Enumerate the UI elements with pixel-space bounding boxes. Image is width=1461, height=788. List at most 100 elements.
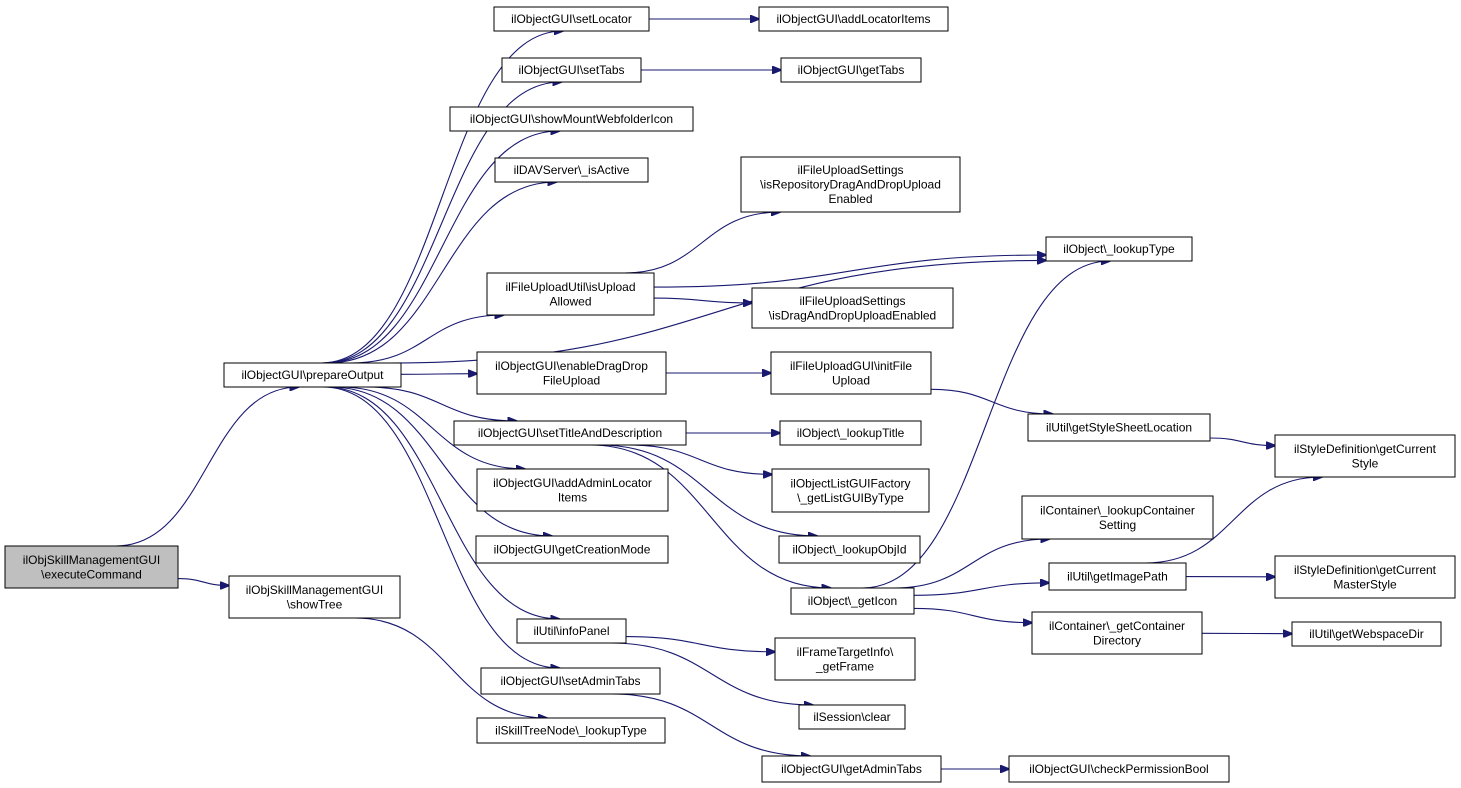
node-label: ilObjectGUI\setTitleAndDescription [478, 426, 662, 440]
node-box[interactable] [1031, 611, 1203, 655]
node-lookupType[interactable]: ilObject\_lookupType [1045, 236, 1193, 262]
node-box[interactable] [1027, 413, 1211, 442]
node-box[interactable] [1274, 555, 1456, 599]
node-box[interactable] [1021, 495, 1214, 540]
node-showTree[interactable]: ilObjSkillManagementGUI\showTree [228, 575, 401, 619]
node-getTabs[interactable]: ilObjectGUI\getTabs [780, 57, 922, 83]
edge-infoPanel-to-getFrame [625, 636, 775, 652]
node-checkPermBool[interactable]: ilObjectGUI\checkPermissionBool [1008, 755, 1230, 783]
node-box[interactable] [740, 156, 961, 213]
edge-isUploadAllowed-to-isDnDEnabled [653, 297, 752, 303]
node-box[interactable] [779, 420, 922, 446]
node-getStyleSheet[interactable]: ilUtil\getStyleSheetLocation [1027, 413, 1211, 442]
node-label: ilDAVServer\_isActive [514, 163, 630, 177]
node-label: ilObject\_getIcon [808, 594, 897, 608]
node-getCreationMode[interactable]: ilObjectGUI\getCreationMode [475, 535, 669, 564]
node-showMountWebfolderIcon[interactable]: ilObjectGUI\showMountWebfolderIcon [449, 106, 694, 132]
node-label: Upload [832, 373, 870, 387]
node-box[interactable] [494, 157, 649, 183]
node-box[interactable] [1045, 236, 1193, 262]
node-box[interactable] [1048, 562, 1187, 591]
node-box[interactable] [476, 468, 669, 512]
edge-prepareOutput-to-getCreationMode [330, 386, 552, 536]
node-getWebspaceDir[interactable]: ilUtil\getWebspaceDir [1291, 621, 1442, 647]
node-lookupObjId[interactable]: ilObject\_lookupObjId [778, 535, 921, 564]
edges-layer [115, 19, 1322, 769]
node-box[interactable] [790, 587, 915, 615]
node-getListGUI[interactable]: ilObjectListGUIFactory\_getListGUIByType [771, 468, 930, 513]
node-box[interactable] [798, 704, 906, 730]
node-box[interactable] [453, 420, 687, 446]
node-addLocatorItems[interactable]: ilObjectGUI\addLocatorItems [758, 6, 949, 32]
node-getFrame[interactable]: ilFrameTargetInfo\_getFrame [774, 637, 916, 681]
node-getIcon[interactable]: ilObject\_getIcon [790, 587, 915, 615]
node-box[interactable] [480, 667, 661, 695]
node-getAdminTabs[interactable]: ilObjectGUI\getAdminTabs [761, 755, 942, 783]
node-box[interactable] [1008, 755, 1230, 783]
node-label: ilObjectGUI\setLocator [511, 12, 632, 26]
node-label: ilFileUploadGUI\initFile [790, 359, 912, 373]
node-setAdminTabs[interactable]: ilObjectGUI\setAdminTabs [480, 667, 661, 695]
node-label: ilUtil\getStyleSheetLocation [1046, 421, 1192, 435]
edge-getIcon-to-getContainerDir [913, 607, 1032, 622]
node-box[interactable] [501, 57, 642, 83]
node-box[interactable] [476, 717, 666, 744]
node-label: \isDragAndDropUploadEnabled [769, 308, 936, 322]
node-box[interactable] [1291, 621, 1442, 647]
node-davIsActive[interactable]: ilDAVServer\_isActive [494, 157, 649, 183]
node-box[interactable] [486, 272, 655, 316]
node-label: ilObjectGUI\addLocatorItems [776, 12, 930, 26]
node-box[interactable] [761, 755, 942, 783]
edge-getIcon-to-lookupType [862, 261, 1110, 589]
node-box[interactable] [475, 535, 669, 564]
node-box[interactable] [476, 351, 667, 395]
node-isDnDEnabled[interactable]: ilFileUploadSettings\isDragAndDropUpload… [751, 287, 954, 329]
node-prepareOutput[interactable]: ilObjectGUI\prepareOutput [223, 362, 402, 388]
node-label: ilFrameTargetInfo\ [797, 645, 894, 659]
node-box[interactable] [778, 535, 921, 564]
edge-setTitleDesc-to-getIcon [590, 444, 830, 588]
node-box[interactable] [771, 468, 930, 513]
node-box[interactable] [516, 618, 627, 644]
node-label: ilObjectGUI\setAdminTabs [500, 674, 640, 688]
node-skillLookupType[interactable]: ilSkillTreeNode\_lookupType [476, 717, 666, 744]
node-sessionClear[interactable]: ilSession\clear [798, 704, 906, 730]
node-setLocator[interactable]: ilObjectGUI\setLocator [493, 6, 650, 32]
node-isRepoDnD[interactable]: ilFileUploadSettings\isRepositoryDragAnd… [740, 156, 961, 213]
node-box[interactable] [770, 351, 932, 395]
node-label: ilObjectGUI\getTabs [798, 63, 905, 77]
node-root[interactable]: ilObjSkillManagementGUI\executeCommand [4, 545, 179, 589]
node-box[interactable] [449, 106, 694, 132]
node-setTabs[interactable]: ilObjectGUI\setTabs [501, 57, 642, 83]
node-label: _getFrame [815, 660, 874, 674]
node-box[interactable] [1274, 434, 1456, 478]
node-box[interactable] [493, 6, 650, 32]
node-label: ilObject\_lookupType [1063, 242, 1175, 256]
edge-initFileUpload-to-getStyleSheet [930, 388, 1053, 414]
node-lookupTitle[interactable]: ilObject\_lookupTitle [779, 420, 922, 446]
node-getImagePath[interactable]: ilUtil\getImagePath [1048, 562, 1187, 591]
node-infoPanel[interactable]: ilUtil\infoPanel [516, 618, 627, 644]
node-box[interactable] [774, 637, 916, 681]
node-label: ilObjectGUI\getAdminTabs [781, 762, 922, 776]
edge-isUploadAllowed-to-lookupType [653, 255, 1046, 288]
node-box[interactable] [228, 575, 401, 619]
node-box[interactable] [751, 287, 954, 329]
node-box[interactable] [758, 6, 949, 32]
node-box[interactable] [4, 545, 179, 589]
node-box[interactable] [223, 362, 402, 388]
edge-getIcon-to-getImagePath [913, 583, 1049, 596]
node-box[interactable] [780, 57, 922, 83]
node-label: ilObjectGUI\addAdminLocator [493, 476, 652, 490]
node-setTitleDesc[interactable]: ilObjectGUI\setTitleAndDescription [453, 420, 687, 446]
node-label: ilFileUploadSettings [797, 163, 903, 177]
node-label: Style [1352, 456, 1379, 470]
